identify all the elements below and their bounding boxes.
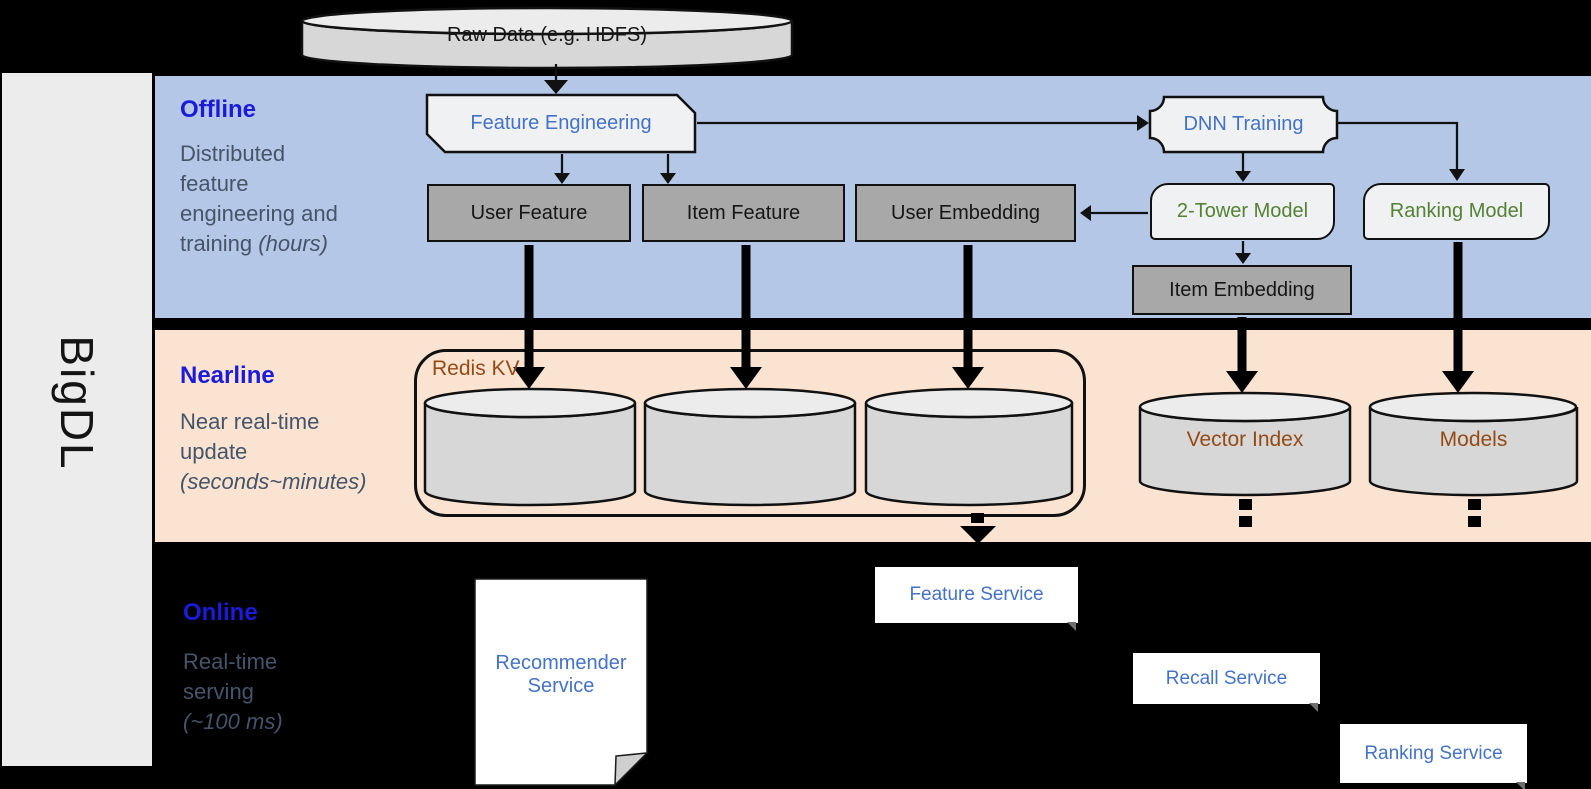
subtitle-line: (seconds~minutes)	[180, 469, 367, 494]
subtitle-line: engineering and	[180, 201, 338, 226]
ranking-service-node: Ranking Service	[1340, 724, 1527, 789]
subtitle-line: Near real-time	[180, 409, 320, 434]
two-tower-model-node: 2-Tower Model	[1150, 183, 1335, 240]
item-embedding-node: Item Embedding	[1132, 265, 1352, 315]
online-band-title: Online	[183, 599, 258, 626]
subtitle-line: (~100 ms)	[183, 709, 283, 734]
subtitle-line: update	[180, 439, 248, 464]
bigdl-sidebar: BigDL	[2, 73, 152, 766]
bigdl-brand-label: BigDL	[51, 335, 103, 471]
feature-engineering-node: Feature Engineering	[470, 112, 652, 134]
recommender-service-label: Recommender Service	[495, 652, 627, 697]
nearline-band-subtitle: Near real-time update (seconds~minutes)	[180, 407, 430, 497]
subtitle-line: serving	[183, 679, 254, 704]
item-feature-node: Item Feature	[642, 184, 845, 242]
recall-service-node: Recall Service	[1133, 653, 1320, 712]
user-embedding-node: User Embedding	[855, 184, 1076, 242]
models-label: Models	[1439, 428, 1508, 451]
vector-index-label: Vector Index	[1186, 428, 1304, 451]
subtitle-line: training (hours)	[180, 231, 328, 256]
redis-kv-label: Redis KV	[432, 357, 520, 380]
ranking-model-node: Ranking Model	[1363, 183, 1550, 240]
offline-band-subtitle: Distributed feature engineering and trai…	[180, 139, 420, 259]
offline-band-title: Offline	[180, 96, 256, 123]
dnn-training-node: DNN Training	[1183, 113, 1304, 135]
subtitle-line: Distributed	[180, 141, 286, 166]
online-band-subtitle: Real-time serving (~100 ms)	[183, 647, 423, 737]
subtitle-line: Real-time	[183, 649, 278, 674]
nearline-band-title: Nearline	[180, 362, 275, 389]
subtitle-line: feature	[180, 171, 249, 196]
raw-data-node: Raw Data (e.g. HDFS)	[446, 23, 648, 46]
feature-service-node: Feature Service	[875, 567, 1078, 631]
user-feature-node: User Feature	[427, 184, 631, 242]
